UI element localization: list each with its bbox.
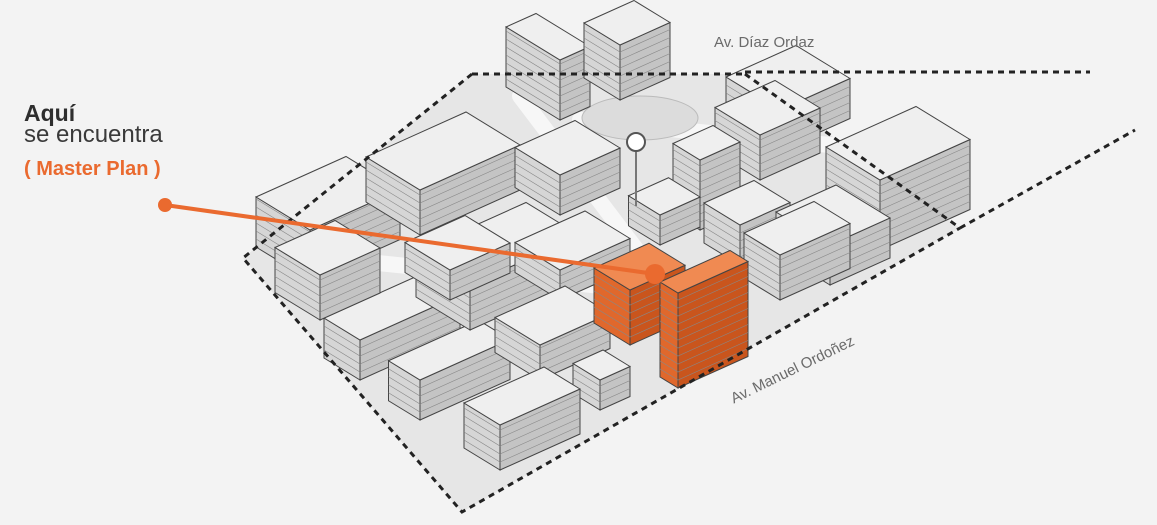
building-17 (493, 285, 612, 381)
street-label-diaz-ordaz: Av. Díaz Ordaz (714, 34, 815, 51)
buildings (254, 0, 972, 471)
building-8 (513, 119, 622, 216)
building-1 (504, 12, 592, 121)
building-20 (462, 366, 582, 471)
site-boundary (240, 70, 1136, 514)
building-14 (387, 319, 512, 421)
building-7 (364, 111, 522, 236)
callout-subtitle: se encuentra (24, 121, 163, 148)
building-19 (627, 177, 702, 246)
master-plan-label[interactable]: ( Master Plan ) (24, 158, 161, 180)
callout-leader (158, 198, 665, 284)
master-plan-tower-b (658, 249, 750, 389)
building-2 (582, 0, 672, 101)
master-plan-buildings[interactable] (592, 242, 750, 389)
map-pin-icon (626, 132, 646, 206)
building-22 (403, 214, 512, 301)
building-18 (571, 349, 632, 411)
callout-title: Aquí (24, 100, 76, 126)
building-12 (742, 200, 852, 301)
building-21 (273, 219, 382, 321)
